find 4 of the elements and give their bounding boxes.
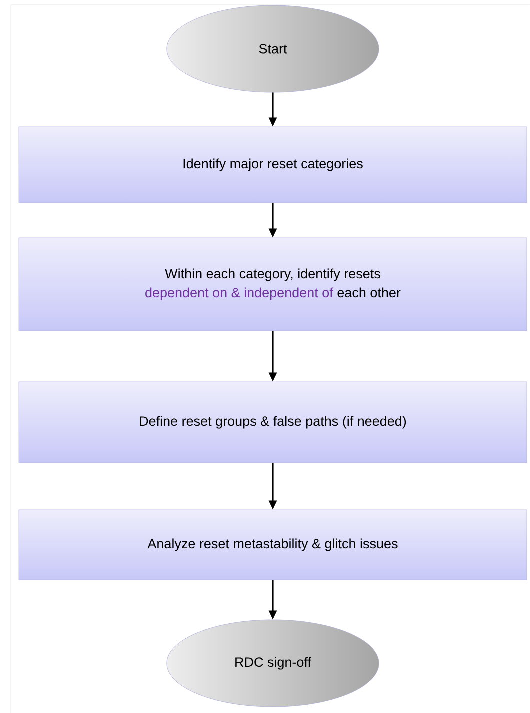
process-box: Identify major reset categories [18, 126, 528, 204]
process-box: Define reset groups & false paths (if needed) [18, 382, 528, 464]
process-box: Analyze reset metastability & glitch issues [18, 510, 528, 580]
process-box: Within each category, identify resets dependent on & independent of each other [18, 238, 528, 332]
